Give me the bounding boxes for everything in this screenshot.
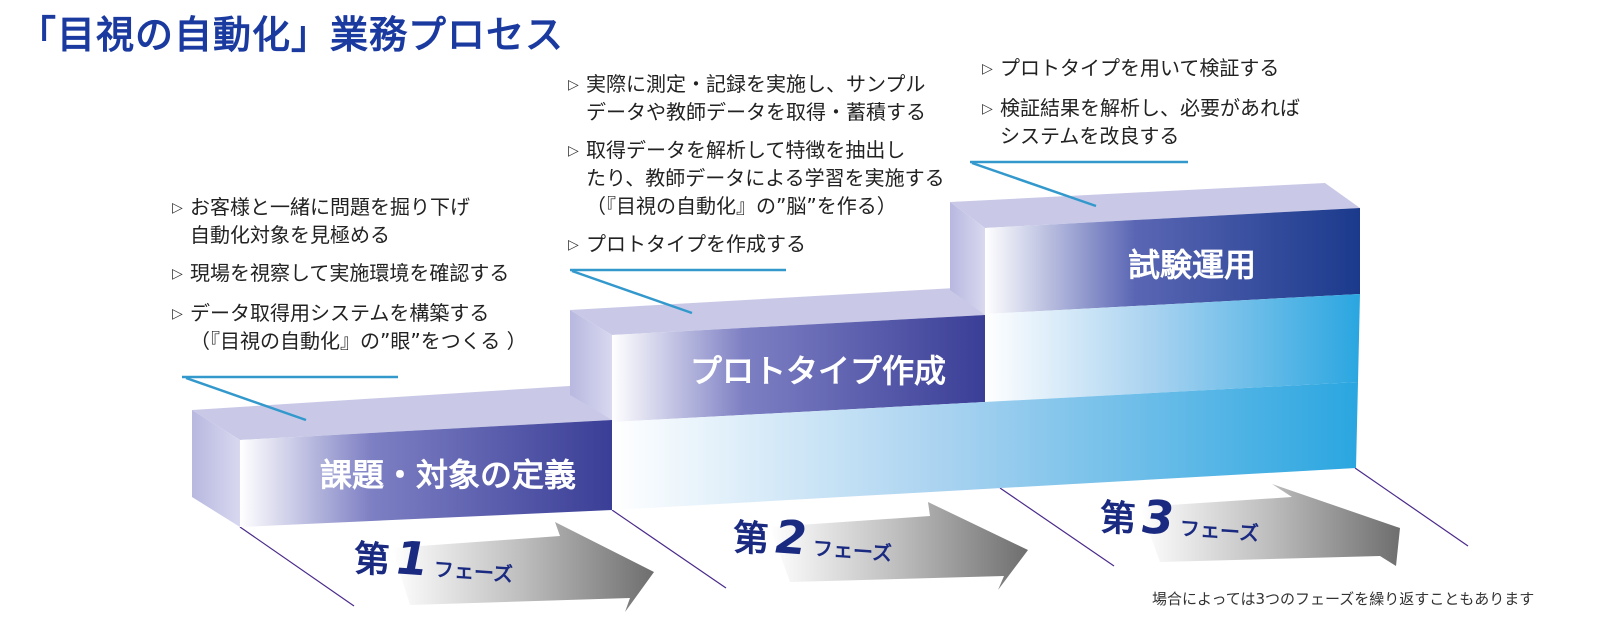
- phase-1-arrow: [392, 522, 654, 612]
- triangle-bullet-icon: ▷: [982, 61, 993, 77]
- phase-2-arrow: [770, 502, 1028, 590]
- triangle-bullet-icon: ▷: [982, 101, 993, 117]
- step-1-label: 課題・対象の定義: [320, 456, 576, 494]
- triangle-bullet-icon: ▷: [568, 143, 579, 159]
- leader-lines: [182, 160, 1188, 422]
- guide-lines: [239, 467, 1469, 607]
- triangle-bullet-icon: ▷: [172, 306, 183, 322]
- bullet-item: ▷検証結果を解析し、必要があれば システムを改良する: [982, 96, 1300, 148]
- step-2-label: プロトタイプ作成: [690, 352, 946, 390]
- triangle-bullet-icon: ▷: [568, 237, 579, 253]
- page-title: 「目視の自動化」業務プロセス: [18, 13, 565, 57]
- bullet-item: ▷実際に測定・記録を実施し、サンプル データや教師データを取得・蓄積する: [568, 72, 926, 124]
- step-3-block: [950, 183, 1360, 315]
- bullet-item: ▷データ取得用システムを構築する （『目視の自動化』の”眼”をつくる ）: [172, 301, 527, 353]
- bullet-item: ▷お客様と一緒に問題を掘り下げ 自動化対象を見極める: [172, 195, 470, 247]
- bullet-item: ▷取得データを解析して特徴を抽出し たり、教師データによる学習を実施する （『目…: [568, 138, 945, 218]
- bullet-group-phase-1: ▷お客様と一緒に問題を掘り下げ 自動化対象を見極める ▷現場を視察して実施環境を…: [172, 193, 592, 365]
- triangle-bullet-icon: ▷: [568, 77, 579, 93]
- triangle-bullet-icon: ▷: [172, 200, 183, 216]
- bullet-item: ▷プロトタイプを用いて検証する: [982, 54, 1402, 84]
- blue-base-upper: [985, 294, 1360, 402]
- bullet-item: ▷プロトタイプを作成する: [568, 230, 988, 260]
- triangle-bullet-icon: ▷: [172, 266, 183, 282]
- step-2-block: [570, 288, 985, 422]
- bullet-item: ▷現場を視察して実施環境を確認する: [172, 259, 592, 289]
- bullet-group-phase-2: ▷実際に測定・記録を実施し、サンプル データや教師データを取得・蓄積する ▷取得…: [568, 70, 988, 270]
- phase-3-arrow: [1140, 484, 1400, 566]
- step-1-block: [192, 385, 612, 527]
- blue-base-lower: [612, 382, 1358, 510]
- step-3-label: 試験運用: [1128, 246, 1256, 284]
- bullet-group-phase-3: ▷プロトタイプを用いて検証する ▷検証結果を解析し、必要があれば システムを改良…: [982, 54, 1402, 160]
- footnote: 場合によっては3つのフェーズを繰り返すこともあります: [1152, 590, 1535, 608]
